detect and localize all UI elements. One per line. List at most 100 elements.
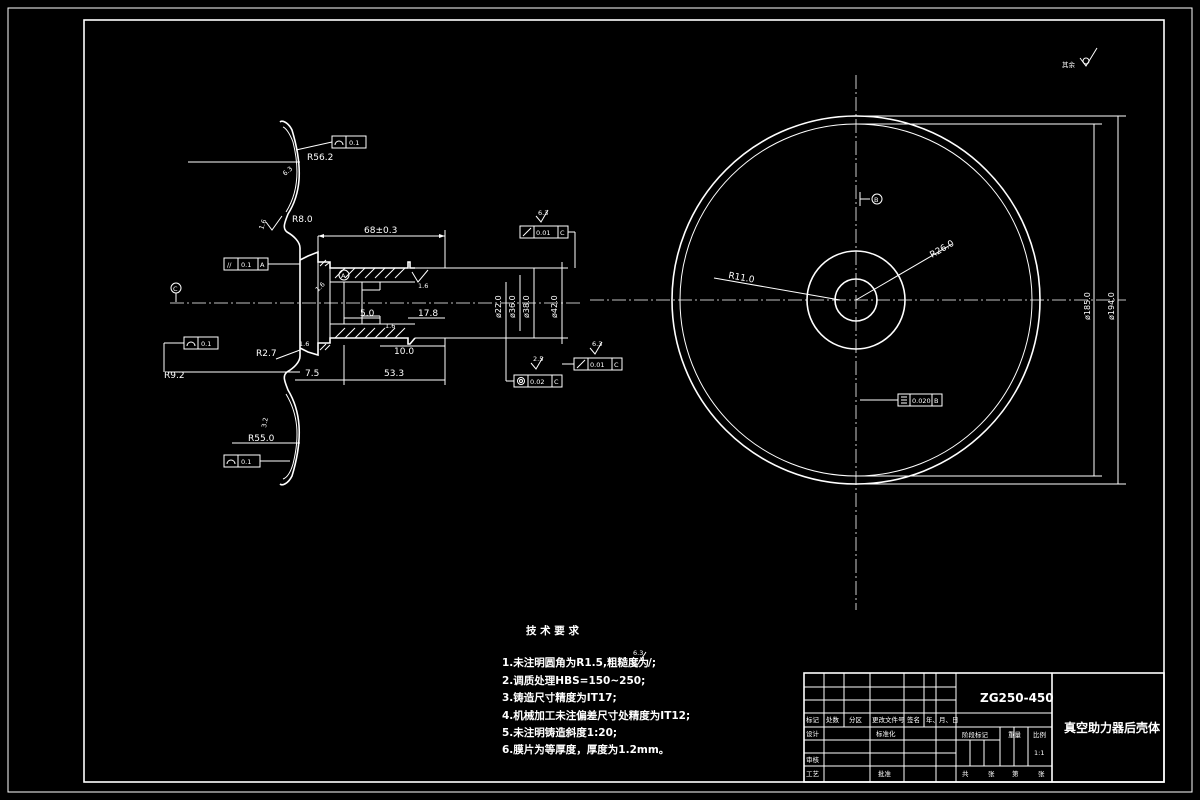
note-2: 2.调质处理HBS=150~250; (502, 674, 645, 687)
svg-text:张: 张 (988, 769, 995, 778)
dim-r56-2: R56.2 (307, 153, 333, 163)
svg-text:C: C (554, 378, 559, 386)
outer-border (7, 7, 1193, 793)
dim-7-5: 7.5 (305, 369, 319, 379)
note-4: 4.机械加工未注偏差尺寸处精度为IT12; (502, 709, 690, 722)
datum-c-label: C (173, 285, 178, 293)
dim-dia-22: ø22.0 (494, 295, 503, 318)
dim-r8-0: R8.0 (292, 215, 313, 225)
dim-53-3: 53.3 (384, 369, 404, 379)
svg-text:批准: 批准 (878, 769, 892, 778)
svg-text:工艺: 工艺 (806, 770, 820, 778)
roughness-8: 6.3 (281, 165, 294, 178)
shell-bottom-inner (282, 393, 298, 480)
svg-text:B: B (874, 196, 878, 204)
roughness-2: 1.6 (314, 280, 327, 293)
shell-top-outer (279, 120, 301, 260)
hub-top-profile (299, 250, 415, 269)
part-name: 真空助力器后壳体 (1064, 720, 1161, 735)
dim-dia-42: ø42.0 (550, 295, 559, 318)
svg-text:0.020: 0.020 (912, 397, 931, 405)
roughness-4: 1.6 (385, 322, 395, 330)
scale-value: 1:1 (1034, 749, 1044, 757)
svg-text:设计: 设计 (806, 729, 820, 738)
tol-circle: 0.020 B (860, 393, 943, 407)
tol-runout-top: 0.01 C 6.3 (519, 209, 576, 268)
tol-coaxial: 0.02 C 2.5 (505, 324, 563, 388)
hub-bottom-profile (299, 337, 416, 357)
note-1: 1.未注明圆角为R1.5,粗糙度为 (502, 656, 649, 669)
shell-top-inner (282, 126, 298, 213)
plan-view: R11.0 R26.0 ø185.0 ø194.0 B 0.020 B (590, 75, 1126, 610)
svg-text:更改文件号: 更改文件号 (872, 715, 905, 724)
svg-text:标准化: 标准化 (876, 729, 896, 738)
svg-text:A: A (341, 272, 346, 280)
dim-17-8: 17.8 (418, 309, 438, 319)
dim-dia-38: ø38.0 (522, 295, 531, 318)
technical-notes: 技 术 要 求 1.未注明圆角为R1.5,粗糙度为 6.3 /; 2.调质处理H… (502, 624, 690, 756)
roughness-3: 1.6 (418, 282, 428, 290)
note-5: 5.未注明铸造斜度1:20; (502, 726, 617, 739)
tol-runout-bottom: 0.01 C 6.3 (562, 340, 623, 371)
roughness-5: 1.6 (299, 340, 309, 348)
svg-text:6.3: 6.3 (633, 649, 643, 657)
dim-r2-7: R2.7 (256, 349, 277, 359)
svg-text:A: A (260, 261, 265, 269)
svg-text:张: 张 (1038, 769, 1045, 778)
svg-text:比例: 比例 (1033, 730, 1046, 739)
svg-text:C: C (614, 361, 619, 369)
shell-bottom-outer (279, 348, 301, 486)
tol-profile-top: 0.1 (295, 135, 367, 151)
svg-text://: // (227, 261, 232, 269)
tol-parallel: // 0.1 A (223, 257, 300, 271)
svg-text:0.01: 0.01 (590, 361, 604, 369)
dim-r9-2: R9.2 (164, 371, 185, 381)
inner-border (83, 19, 1165, 783)
tol-profile-mid: 0.1 (163, 336, 219, 372)
dim-dia-36: ø36.0 (508, 295, 517, 318)
note-3: 3.铸造尺寸精度为IT17; (502, 691, 617, 704)
svg-text:0.01: 0.01 (536, 229, 550, 237)
roughness-other-symbol: 其余 (1062, 47, 1098, 69)
svg-text:重量: 重量 (1008, 731, 1022, 739)
svg-text:第: 第 (1012, 769, 1019, 778)
roughness-other-label: 其余 (1062, 60, 1076, 69)
svg-text:0.1: 0.1 (241, 261, 251, 269)
title-block: ZG250-450 真空助力器后壳体 标记 处数 分区 更改文件号 签名 年、月… (803, 672, 1165, 783)
datum-c-marker: C (170, 282, 182, 302)
notes-heading: 技 术 要 求 (526, 624, 579, 637)
section-view: C (163, 120, 623, 486)
svg-text:0.1: 0.1 (201, 340, 211, 348)
tol-profile-bottom: 0.1 (223, 454, 290, 468)
svg-text:B: B (934, 397, 938, 405)
section-hatching (319, 259, 406, 351)
svg-text:年、月、日: 年、月、日 (926, 715, 959, 724)
svg-text:C: C (560, 229, 565, 237)
r26-leader (855, 243, 953, 301)
svg-text:处数: 处数 (826, 715, 840, 724)
roughness-1: 1.6 (257, 218, 268, 230)
dim-68: 68±0.3 (364, 226, 397, 236)
datum-b-marker: B (859, 192, 883, 206)
svg-text:2.5: 2.5 (533, 355, 543, 363)
material-label: ZG250-450 (980, 691, 1054, 705)
dim-r11: R11.0 (727, 271, 755, 285)
boss-circle (806, 250, 906, 350)
r11-leader (713, 277, 841, 301)
svg-text:6.3: 6.3 (538, 209, 548, 217)
bore-circle (834, 278, 878, 322)
note-6: 6.膜片为等厚度，厚度为1.2mm。 (502, 743, 669, 756)
svg-text:0.1: 0.1 (349, 139, 359, 147)
dim-dia-185: ø185.0 (1083, 292, 1092, 320)
svg-text:0.1: 0.1 (241, 458, 251, 466)
dim-5-0: 5.0 (360, 309, 375, 319)
svg-text:0.02: 0.02 (530, 378, 544, 386)
note-1-tail: /; (648, 657, 656, 669)
roughness-7: 3.2 (260, 417, 270, 429)
svg-text:6.3: 6.3 (592, 340, 602, 348)
datum-a-marker: A (338, 269, 350, 281)
svg-text:标记: 标记 (806, 715, 820, 724)
dim-10-0: 10.0 (394, 347, 414, 357)
dim-r55-0: R55.0 (248, 434, 275, 444)
